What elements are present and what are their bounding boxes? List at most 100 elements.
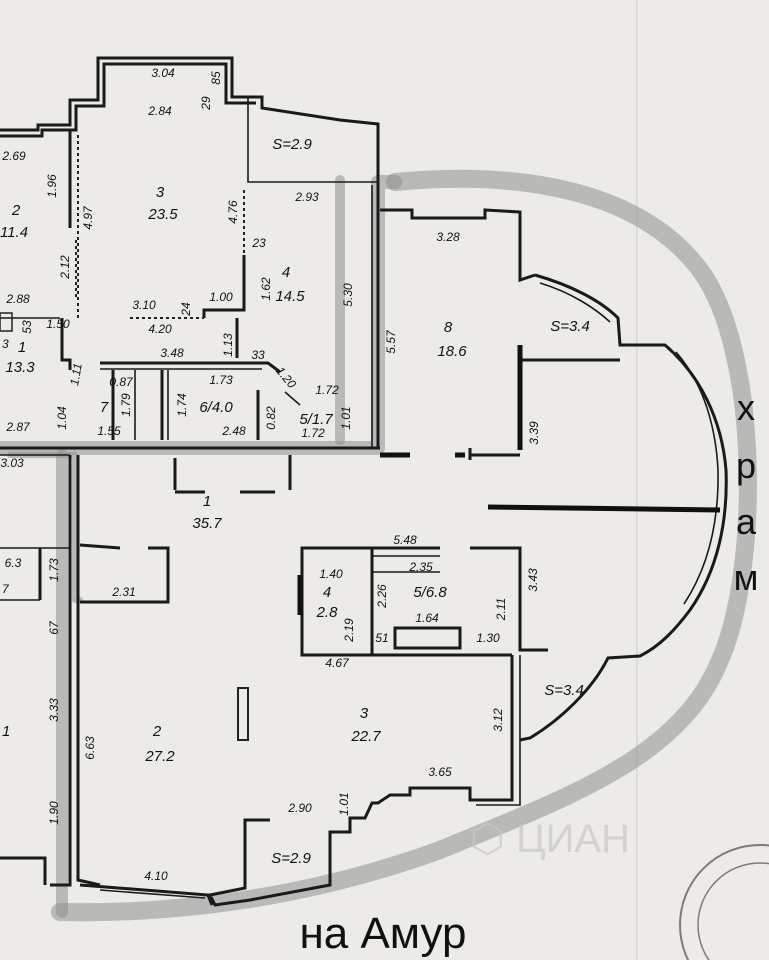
- balcony-right-bottom-area: S=3.4: [544, 682, 584, 699]
- dim: 2.87: [5, 420, 31, 434]
- dim: 2.90: [287, 801, 312, 815]
- dim: 5.30: [341, 283, 355, 307]
- dim: 3.28: [436, 230, 460, 244]
- dim: 3.33: [47, 698, 61, 722]
- dim: 4.76: [226, 200, 240, 224]
- room-1-left-number: 1: [18, 339, 26, 356]
- room-5-top-label: 5/1.7: [299, 411, 333, 428]
- dim: 6.63: [83, 736, 97, 760]
- dim: 0.87: [109, 375, 134, 389]
- side-letter-1: х: [737, 387, 755, 428]
- room-8-number: 8: [444, 319, 453, 336]
- dim: 1.00: [209, 290, 233, 304]
- dim: 1.72: [315, 383, 339, 397]
- dim: 2.84: [147, 104, 172, 118]
- dim: 1.73: [47, 558, 61, 582]
- room-4-mid-number: 4: [323, 584, 331, 601]
- dim: 1.64: [415, 611, 439, 625]
- room-3-bottom-area: 22.7: [350, 728, 381, 745]
- dim: 3.48: [160, 346, 184, 360]
- dim: 1.96: [45, 174, 59, 198]
- room-4-number: 4: [282, 264, 290, 281]
- room-labels: 3 23.5 2 11.4 4 14.5 8 18.6 1 13.3 7 6/4…: [0, 136, 590, 867]
- dim: 5.57: [384, 329, 398, 354]
- watermark: ⬡ ЦИАН: [470, 817, 630, 861]
- dim: 6.3: [5, 556, 22, 570]
- dim: 1.50: [46, 317, 70, 331]
- dim: 53: [20, 320, 34, 334]
- balcony-right-top-area: S=3.4: [550, 318, 590, 335]
- dim: 2.19: [342, 618, 356, 643]
- dim: 2.88: [5, 292, 30, 306]
- dim: 67: [47, 620, 61, 635]
- dim: 1.13: [221, 333, 235, 357]
- side-letter-2: р: [736, 445, 756, 486]
- side-letter-3: а: [736, 501, 757, 542]
- room-7-number: 7: [100, 399, 109, 416]
- dim: 1.40: [319, 567, 343, 581]
- dim: 3.12: [491, 708, 505, 732]
- bottom-caption: на Амур: [299, 909, 466, 958]
- dim: 3.43: [526, 568, 540, 592]
- dim: 1.90: [47, 801, 61, 825]
- room-1-left-area: 13.3: [5, 359, 35, 376]
- dim: 2.35: [408, 560, 433, 574]
- dim: 2.69: [1, 149, 26, 163]
- room-2-area: 11.4: [0, 224, 28, 241]
- room-2-number: 2: [11, 202, 21, 219]
- dim: 3.10: [132, 298, 156, 312]
- room-5-mid-label: 5/6.8: [413, 584, 447, 601]
- room-1-main-area: 35.7: [192, 515, 222, 532]
- room-4-area: 14.5: [275, 288, 305, 305]
- dim: 4.10: [144, 869, 168, 883]
- dim: 3.04: [151, 66, 175, 80]
- dim: 1.11: [67, 362, 85, 387]
- balcony-top-area: S=2.9: [272, 136, 312, 153]
- dim: 1.62: [259, 277, 273, 301]
- room-3-bottom-number: 3: [360, 705, 369, 722]
- dim: 2.26: [375, 584, 389, 609]
- dim: 1.01: [337, 792, 351, 815]
- dim: 4.97: [81, 205, 95, 230]
- dim: 23: [251, 236, 266, 250]
- room-3-area: 23.5: [147, 206, 178, 223]
- dim: 0.82: [264, 406, 278, 430]
- balcony-bottom-area: S=2.9: [271, 850, 311, 867]
- walls: [0, 56, 728, 907]
- room-8-area: 18.6: [437, 343, 467, 360]
- dim: 51: [375, 631, 388, 645]
- dim: 1.72: [301, 426, 325, 440]
- dim: 2.12: [58, 255, 72, 280]
- dim: 2.11: [494, 598, 508, 621]
- room-1-main-number: 1: [203, 493, 211, 510]
- side-letter-4: м: [734, 557, 759, 598]
- dim: 5.48: [393, 533, 417, 547]
- dim: 85: [209, 71, 223, 85]
- room-6-label: 6/4.0: [199, 399, 233, 416]
- room-2-bottom-number: 2: [152, 723, 162, 740]
- room-edge-number: 7: [2, 582, 10, 596]
- dim: 3.39: [527, 421, 541, 445]
- room-2-bottom-area: 27.2: [144, 748, 175, 765]
- room-edge-number: 3: [2, 337, 9, 351]
- dim: 2.48: [221, 424, 246, 438]
- dim: 1.74: [175, 393, 189, 417]
- dim: 1.04: [55, 406, 69, 430]
- dim: 1.55: [97, 424, 121, 438]
- dim: 3.65: [428, 765, 452, 779]
- dim: 24: [179, 302, 193, 317]
- dim: 2.93: [294, 190, 319, 204]
- dimension-labels: 3.04 85 2.84 29 2.69 1.96 4.97 2.93 4.76…: [0, 66, 541, 883]
- dim: 33: [251, 348, 265, 362]
- dim: 1.79: [119, 393, 133, 417]
- dim: 1.30: [476, 631, 500, 645]
- dim: 29: [199, 96, 213, 111]
- stamp: [679, 844, 769, 960]
- dim: 4.67: [325, 656, 350, 670]
- room-3-number: 3: [156, 184, 165, 201]
- dim: 2.31: [111, 585, 135, 599]
- dim: 4.20: [148, 322, 172, 336]
- room-4-mid-area: 2.8: [316, 604, 339, 621]
